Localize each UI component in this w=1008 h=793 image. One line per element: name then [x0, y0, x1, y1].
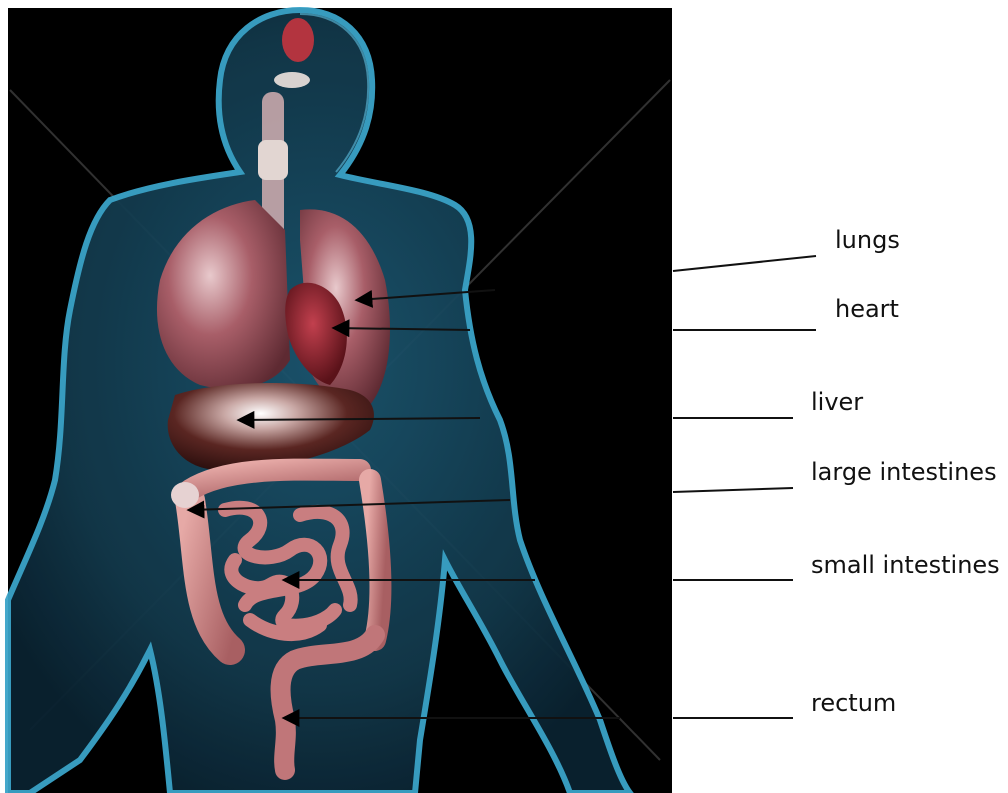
lungs-organ	[157, 200, 390, 406]
label-small-intestines: small intestines	[811, 553, 1000, 577]
label-lungs: lungs	[835, 228, 900, 252]
leader-line-lungs	[673, 256, 816, 271]
leader-line-large-intestines	[673, 488, 793, 492]
label-rectum: rectum	[811, 691, 896, 715]
label-large-intestines: large intestines	[811, 460, 997, 484]
label-heart: heart	[835, 297, 899, 321]
label-liver: liver	[811, 390, 863, 414]
